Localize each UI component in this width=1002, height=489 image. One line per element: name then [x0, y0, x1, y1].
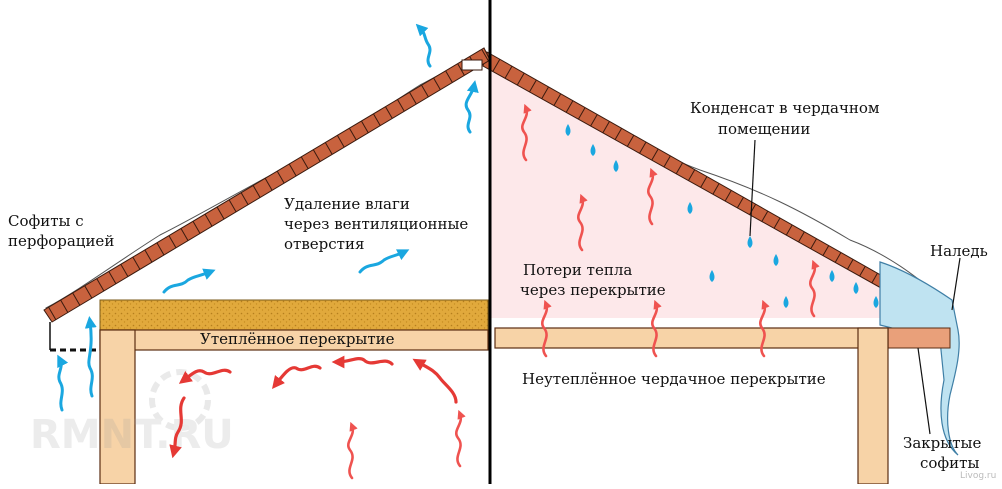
heat-arrow [541, 299, 552, 358]
label-icing: Наледь [930, 242, 988, 260]
water-drop [687, 202, 693, 214]
heat-loss-arrows [521, 103, 820, 358]
water-drop [613, 160, 619, 172]
wall-left [99, 329, 136, 485]
leader-condensate [749, 139, 756, 237]
air-arrow [464, 80, 479, 134]
water-drop [709, 270, 715, 282]
air-flow-arrows [57, 23, 479, 412]
water-drop [783, 296, 789, 308]
wall-right [857, 327, 889, 485]
roof-slope-left [43, 47, 491, 323]
heat-arrow [647, 167, 658, 226]
leader-icing [951, 257, 961, 311]
heat-arrow [347, 421, 358, 480]
heat-arrow [521, 103, 532, 162]
heat-arrow [455, 409, 466, 468]
water-drop [590, 144, 596, 156]
label-closed-soffits-1: Закрытые [903, 434, 981, 452]
water-drop [829, 270, 835, 282]
label-soffits-perforated-2: перфорацией [8, 232, 114, 250]
heat-arrow [809, 259, 820, 318]
air-arrow [57, 354, 69, 412]
water-drop [773, 254, 779, 266]
right-attic-problem [482, 51, 960, 485]
label-moisture-removal-1: Удаление влаги [284, 195, 410, 213]
leader-lines [749, 139, 961, 435]
label-uninsulated-ceiling: Неутеплённое чердачное перекрытие [522, 370, 826, 388]
condensate-drops [565, 124, 879, 308]
water-drop [853, 282, 859, 294]
icing [879, 261, 960, 456]
leader-soffits [917, 347, 931, 435]
heat-arrow [412, 358, 458, 404]
water-drop [747, 236, 753, 248]
air-arrow [415, 23, 432, 68]
label-heat-loss-2: через перекрытие [520, 281, 666, 299]
label-moisture-removal-2: через вентиляционные [284, 215, 468, 233]
air-arrow [162, 268, 216, 294]
label-moisture-removal-3: отверстия [284, 235, 364, 253]
air-arrow [84, 316, 97, 398]
label-insulated-ceiling: Утеплённое перекрытие [200, 330, 395, 348]
left-attic-correct [43, 47, 491, 485]
water-drop [565, 124, 571, 136]
labels: Софиты с перфорацией Удаление влаги чере… [8, 99, 996, 481]
watermark-text: RMNT.RU [30, 412, 234, 458]
label-closed-soffits-2: софиты [920, 454, 979, 472]
label-soffits-perforated-1: Софиты с [8, 212, 84, 230]
heat-arrow [178, 368, 232, 384]
heat-arrow [651, 299, 662, 358]
credit-text: Livog.ru [960, 471, 996, 481]
heat-arrow [759, 299, 770, 358]
label-condensate-1: Конденсат в чердачном [690, 99, 880, 117]
insulation-layer [99, 299, 489, 331]
water-drop [873, 296, 879, 308]
heat-arrow [169, 396, 186, 459]
air-arrow [358, 249, 410, 274]
heat-arrow [272, 364, 322, 389]
heat-circulation-arrows [169, 355, 466, 480]
label-heat-loss-1: Потери тепла [523, 261, 632, 279]
watermark-logo: RMNT.RU [30, 369, 234, 458]
closed-soffit-block [887, 327, 951, 349]
ridge-vent [461, 59, 483, 71]
heat-arrow [577, 193, 588, 252]
uninsulated-ceiling-beam [494, 327, 889, 349]
label-condensate-2: помещении [718, 120, 810, 138]
heat-arrow [331, 355, 394, 369]
